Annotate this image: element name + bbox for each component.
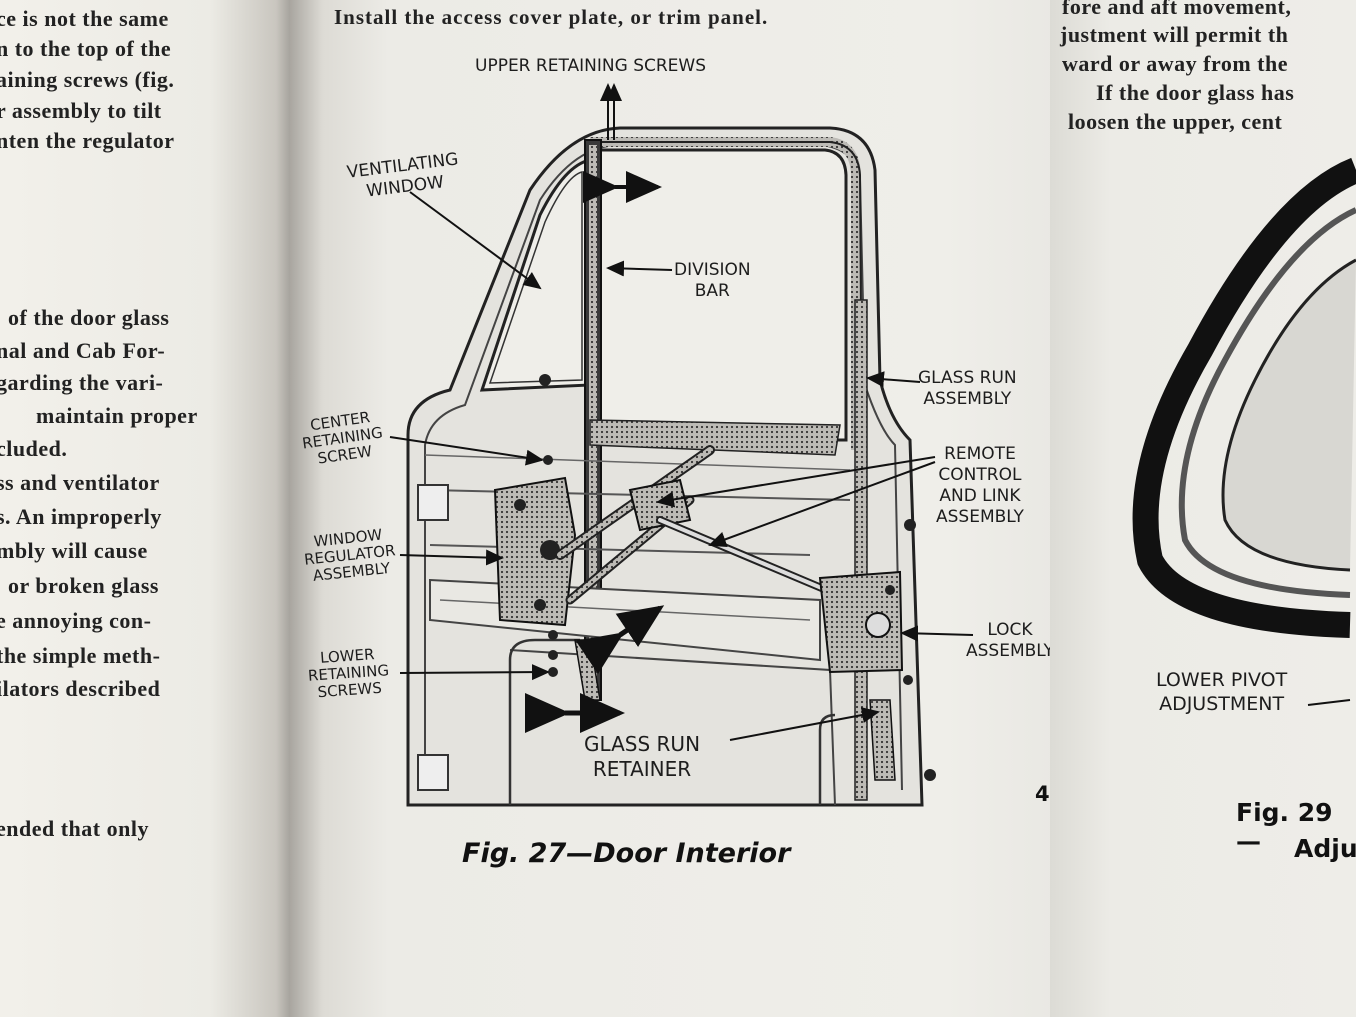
label-lower-pivot-adjustment: LOWER PIVOT ADJUSTMENT <box>1156 669 1288 715</box>
left-text-line: of the door glass <box>8 305 170 330</box>
right-text-line: fore and aft movement, <box>1062 0 1292 19</box>
label-window-regulator-assembly: WINDOW REGULATOR ASSEMBLY <box>303 525 397 585</box>
left-page: ce is not the same n to the top of the a… <box>0 0 300 1017</box>
label-lock-assembly: LOCK ASSEMBLY <box>966 620 1054 661</box>
right-page: fore and aft movement, justment will per… <box>1050 0 1356 1017</box>
figure-caption: Fig. 27—Door Interior <box>462 838 791 869</box>
right-figure-caption-cont: Adju <box>1294 834 1356 863</box>
left-text-line: aining screws (fig. <box>0 67 175 92</box>
left-text-line: or broken glass <box>8 573 159 598</box>
left-text-line: nal and Cab For- <box>0 338 166 363</box>
left-text-line: ce is not the same <box>0 6 169 31</box>
left-text-line: maintain proper <box>36 403 198 428</box>
left-text-line: garding the vari- <box>0 370 164 395</box>
right-figure-caption: Fig. 29— <box>1236 798 1333 856</box>
left-text-line: ended that only <box>0 816 149 841</box>
label-remote-control-and-link-assembly: REMOTE CONTROL AND LINK ASSEMBLY <box>936 444 1024 527</box>
center-page: Install the access cover plate, or trim … <box>290 0 1110 1017</box>
left-text-line: cluded. <box>0 436 68 461</box>
left-text-line: e annoying con- <box>0 608 152 633</box>
ventilator-glass-illustration <box>1132 157 1356 706</box>
left-text-line: ilators described <box>0 676 161 701</box>
left-text-line: n to the top of the <box>0 36 172 61</box>
right-text-line: loosen the upper, cent <box>1068 109 1283 134</box>
label-division-bar: DIVISION BAR <box>674 260 751 301</box>
label-lower-retaining-screws: LOWER RETAINING SCREWS <box>307 645 390 702</box>
left-text-line: ss and ventilator <box>0 470 160 495</box>
label-glass-run-retainer: GLASS RUN RETAINER <box>584 732 701 781</box>
right-text-line: ward or away from the <box>1062 51 1288 76</box>
instruction-text: Install the access cover plate, or trim … <box>334 5 769 29</box>
right-text-line: justment will permit th <box>1060 22 1289 47</box>
label-upper-retaining-screws: UPPER RETAINING SCREWS <box>475 56 707 76</box>
door-interior-illustration <box>389 83 974 807</box>
right-text-line: If the door glass has <box>1096 80 1295 105</box>
left-text-line: nten the regulator <box>0 128 175 153</box>
label-glass-run-assembly: GLASS RUN ASSEMBLY <box>918 368 1017 409</box>
left-text-line: s. An improperly <box>0 504 162 529</box>
left-text-line: the simple meth- <box>0 643 161 668</box>
left-text-line: r assembly to tilt <box>0 98 162 123</box>
left-text-line: mbly will cause <box>0 538 148 563</box>
